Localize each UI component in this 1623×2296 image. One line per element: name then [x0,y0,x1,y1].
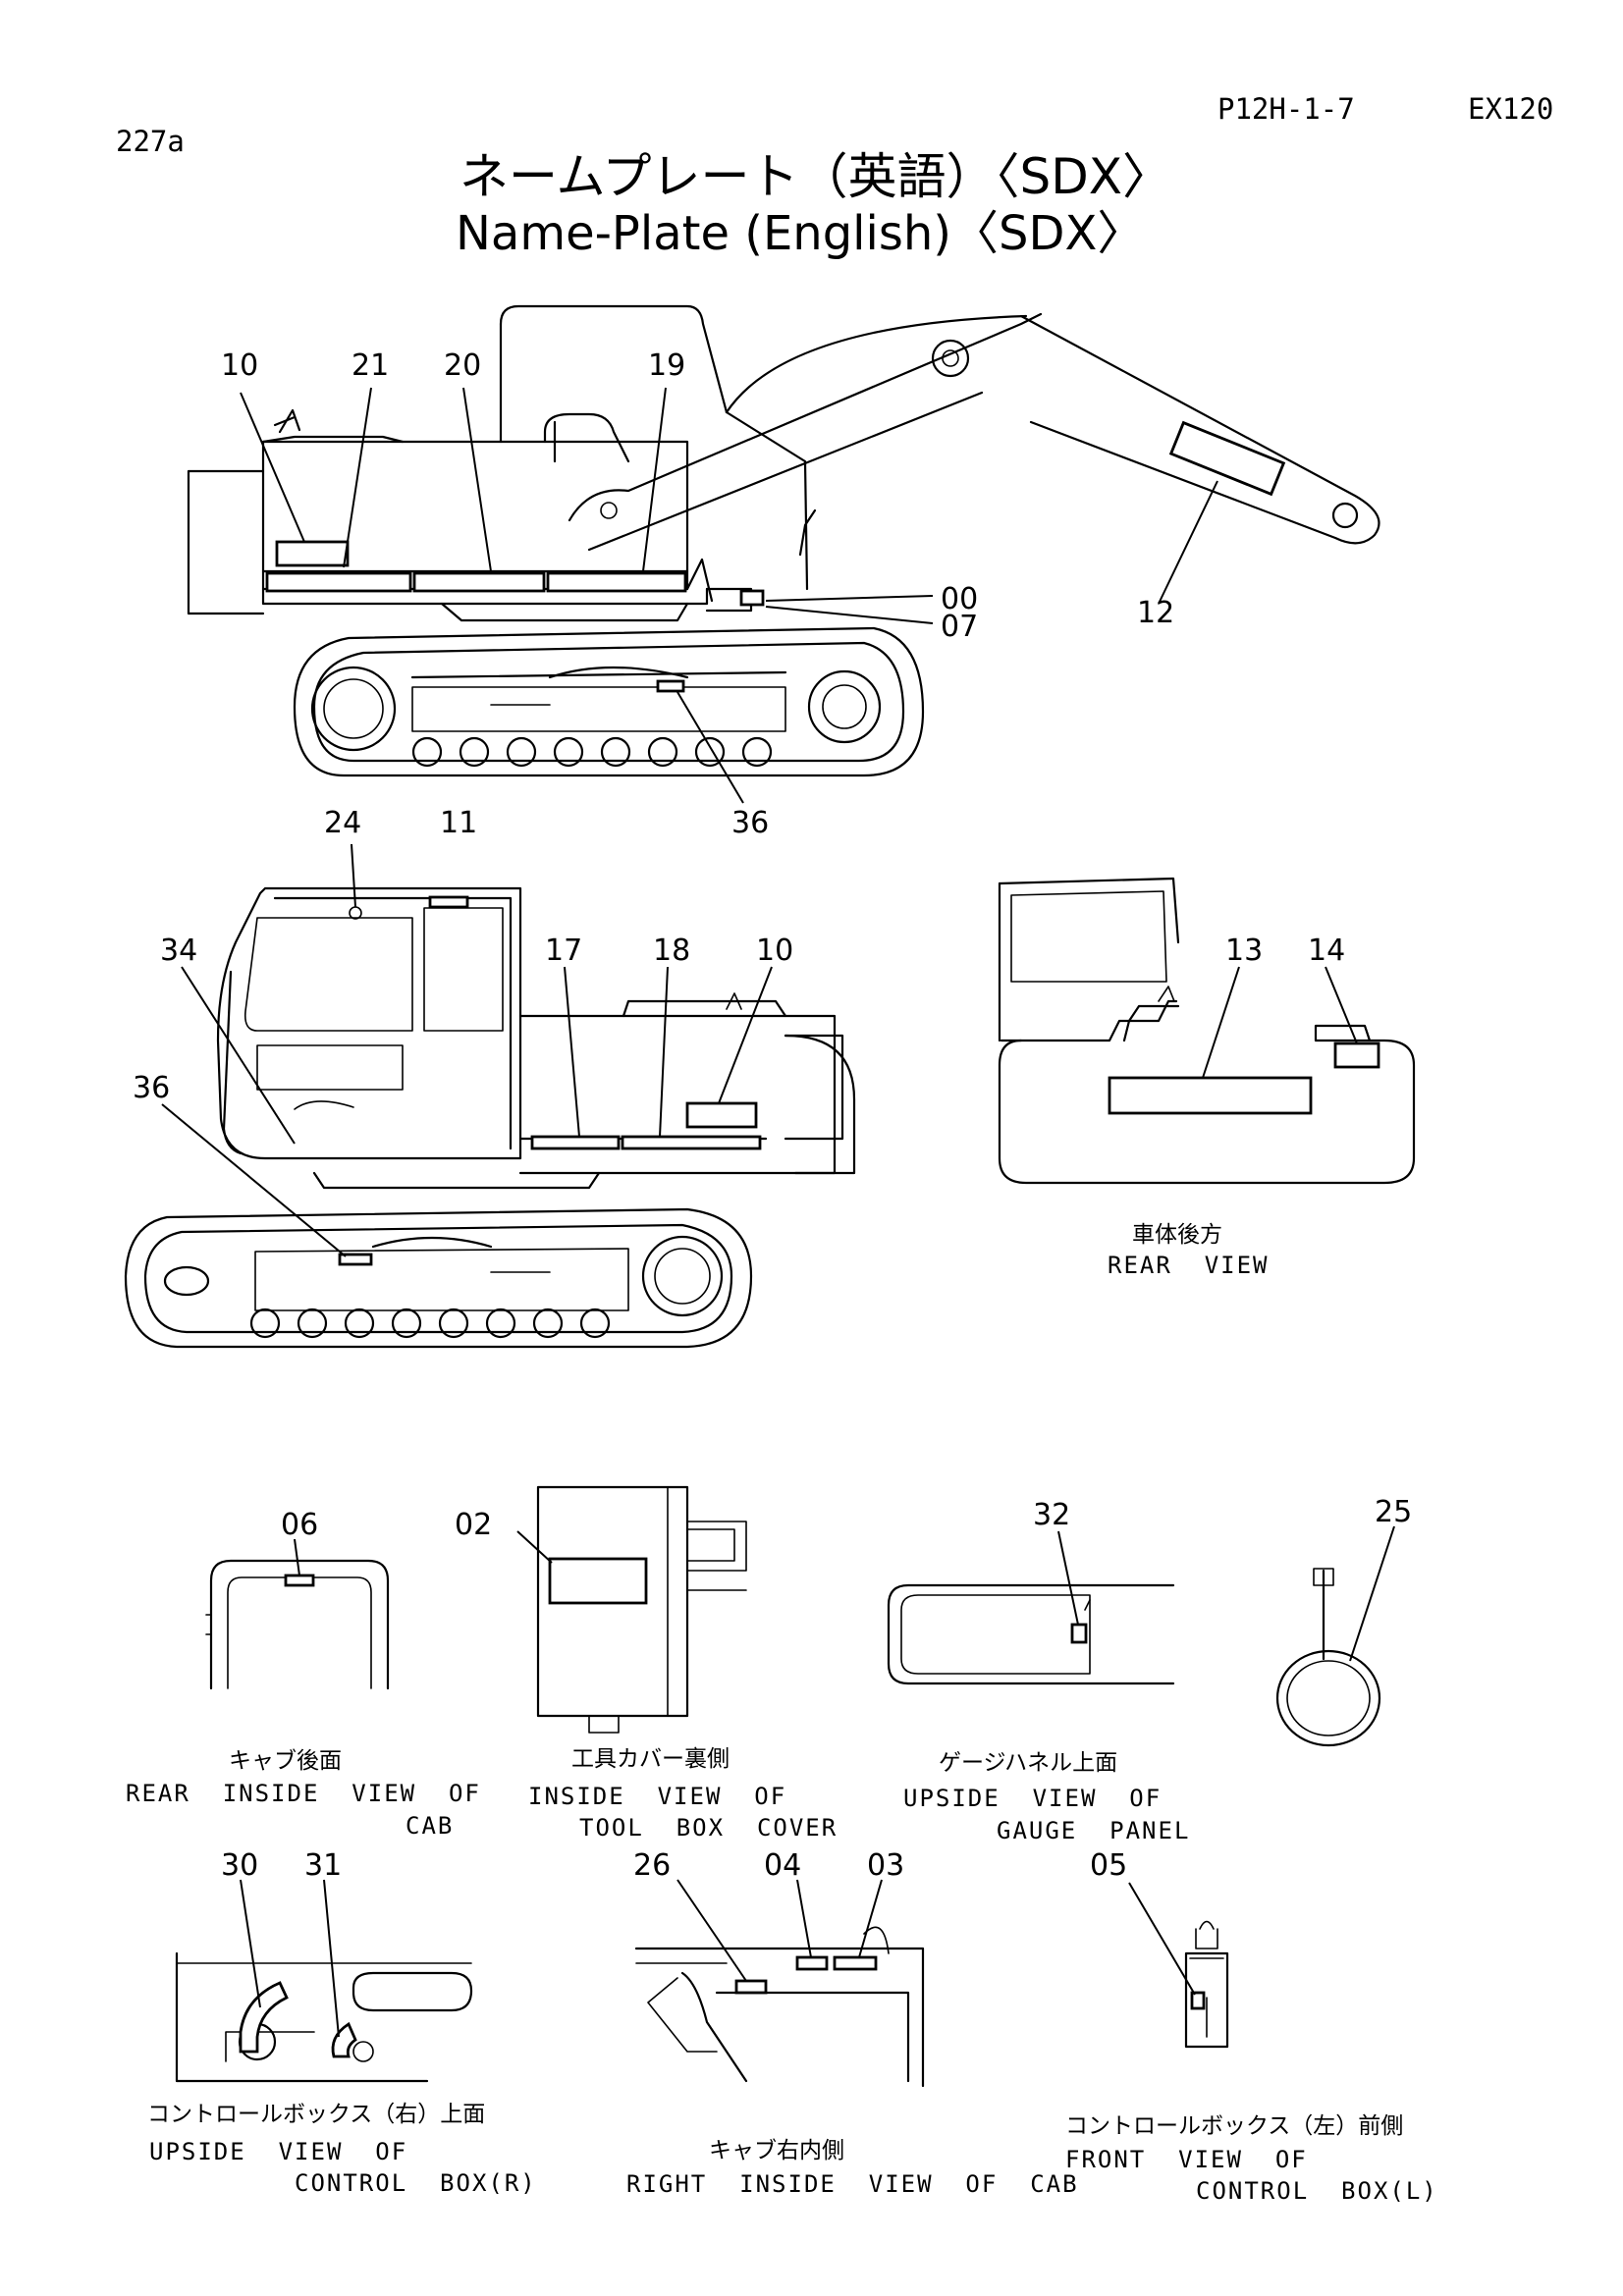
callout-19: 19 [648,348,685,383]
plate-30 [239,1981,289,2054]
callout-21: 21 [352,348,389,383]
plate-10-b [685,1101,758,1129]
plate-19 [546,571,687,593]
plate-36-b [338,1253,373,1266]
plate-03 [833,1955,878,1971]
plate-26 [734,1979,768,1995]
callout-36-b: 36 [133,1071,170,1105]
caption-rear-view-en: REAR VIEW [1108,1252,1270,1279]
plate-04 [795,1955,829,1971]
caption-gauge-panel-en-2: GAUGE PANEL [997,1817,1191,1844]
callout-26: 26 [633,1848,671,1883]
callout-10: 10 [221,348,258,383]
callout-02: 02 [455,1508,492,1542]
title-english: Name-Plate (English)〈SDX〉 [456,206,1145,261]
callout-36-a: 36 [731,806,769,840]
caption-control-box-r-jp: コントロールボックス（右）上面 [147,2102,486,2127]
plate-05 [1190,1991,1206,2010]
page-code: 227a [116,125,185,158]
callout-17: 17 [545,934,582,968]
plate-13 [1108,1076,1313,1115]
callout-10-b: 10 [756,934,793,968]
callout-31: 31 [304,1848,342,1883]
plate-02 [548,1557,648,1605]
right-inside-cab-view: 26 04 03 [633,1848,925,2088]
caption-control-box-r-en-2: CONTROL BOX(R) [295,2169,537,2197]
caption-control-box-l-en-2: CONTROL BOX(L) [1196,2177,1438,2205]
plate-20 [412,571,546,593]
plate-10 [275,540,350,567]
callout-00: 00 [941,582,978,616]
plate-18 [621,1135,762,1150]
caption-gauge-panel-en-1: UPSIDE VIEW OF [903,1785,1163,1812]
callout-04: 04 [764,1848,801,1883]
plate-32 [1070,1623,1088,1644]
plate-14 [1333,1041,1380,1069]
callout-05: 05 [1090,1848,1127,1883]
plate-12 [1168,420,1286,497]
caption-rear-inside-cab-en-1: REAR INSIDE VIEW OF [126,1780,481,1807]
callout-34: 34 [160,934,197,968]
callout-06: 06 [281,1508,318,1542]
plate-11 [428,895,469,909]
callout-24: 24 [324,806,361,840]
callout-20: 20 [444,348,481,383]
plate-00 [739,589,765,607]
model-code: EX120 [1468,92,1554,126]
control-box-left-view: 05 [1090,1848,1229,2049]
callout-03: 03 [867,1848,904,1883]
caption-right-inside-cab-en: RIGHT INSIDE VIEW OF CAB [626,2170,1079,2198]
caption-rear-view-jp: 車体後方 [1132,1222,1222,1248]
caption-rear-inside-cab-jp: キャブ後面 [229,1748,342,1774]
caption-control-box-r-en-1: UPSIDE VIEW OF [149,2138,408,2165]
plate-36-a [656,679,685,693]
plate-21 [265,571,412,593]
callout-14: 14 [1308,934,1345,968]
control-box-right-view: 30 31 [175,1848,473,2083]
title-japanese: ネームプレート（英語）〈SDX〉 [460,148,1171,205]
plate-31 [331,2021,357,2058]
callout-32: 32 [1033,1498,1070,1532]
callout-11: 11 [440,806,477,840]
caption-tool-box-cover-en-1: INSIDE VIEW OF [528,1783,787,1810]
round-plate-25-view: 25 [1275,1495,1412,1747]
callout-18: 18 [653,934,690,968]
tool-box-cover-view: 02 [455,1485,747,1734]
plate-06 [284,1574,315,1587]
part-code: P12H-1-7 [1217,92,1355,126]
callout-25: 25 [1375,1495,1412,1529]
caption-tool-box-cover-jp: 工具カバー裏側 [571,1746,730,1772]
rear-inside-cab-view: 06 [205,1508,390,1690]
caption-rear-inside-cab-en-2: CAB [406,1812,455,1840]
excavator-side-view-right: 24 11 34 17 18 10 36 [124,806,856,1349]
caption-right-inside-cab-jp: キャブ右内側 [709,2138,844,2163]
callout-07: 07 [941,610,978,644]
plate-17 [530,1135,621,1150]
callout-12: 12 [1137,596,1174,630]
excavator-side-view-left: 10 21 20 19 00 07 12 36 [187,304,1380,840]
caption-control-box-l-en-1: FRONT VIEW OF [1065,2146,1308,2173]
caption-gauge-panel-jp: ゲージハネル上面 [939,1750,1118,1776]
caption-control-box-l-jp: コントロールボックス（左）前側 [1065,2113,1404,2139]
callout-13: 13 [1225,934,1263,968]
callout-30: 30 [221,1848,258,1883]
gauge-panel-view: 32 [887,1498,1175,1685]
excavator-rear-view: 13 14 [998,877,1416,1185]
caption-tool-box-cover-en-2: TOOL BOX COVER [579,1814,839,1842]
